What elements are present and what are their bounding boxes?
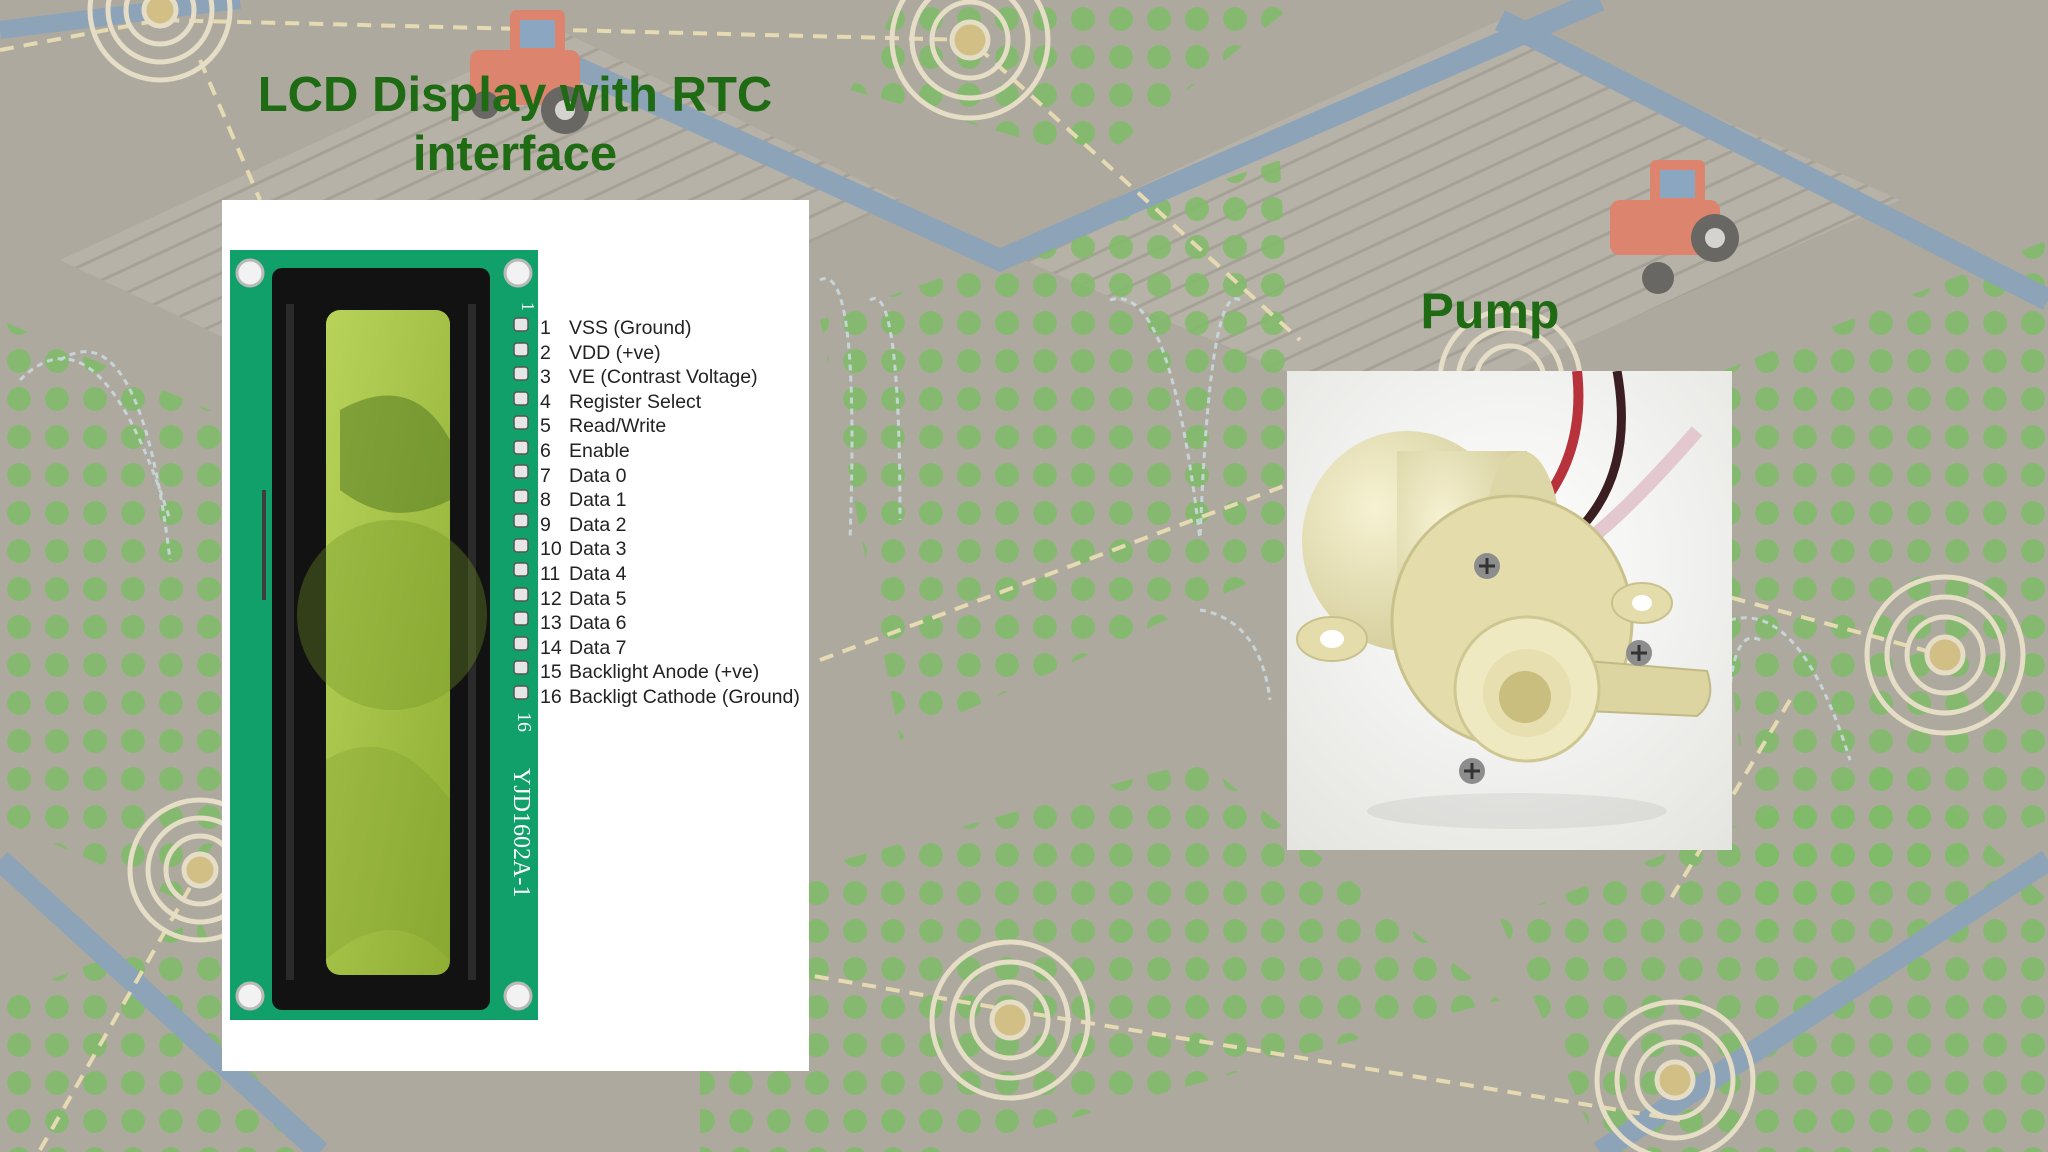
mount-hole [235, 981, 265, 1011]
pin-label: VE (Contrast Voltage) [569, 366, 758, 389]
pin-number: 9 [540, 513, 551, 536]
pin-number: 16 [540, 685, 562, 708]
pin-label: Read/Write [569, 415, 667, 438]
pin-number: 2 [540, 341, 551, 364]
pin-label: Data 0 [569, 464, 627, 487]
pin-label: Data 3 [569, 538, 627, 561]
pin-row: 14 Data 7 [540, 636, 800, 661]
pin-label: Data 2 [569, 513, 627, 536]
lcd-section-title: LCD Display with RTC interface [210, 66, 820, 184]
pin-label: Data 1 [569, 489, 627, 512]
pump-section-title: Pump [1420, 283, 1560, 339]
screw [1474, 553, 1500, 579]
pin-number: 6 [540, 439, 551, 462]
pin-number: 12 [540, 587, 562, 610]
lcd-module-illustration: 1 16 YJD1602A-1 [230, 250, 538, 1020]
pin-label: Enable [569, 439, 630, 462]
pin-row: 7 Data 0 [540, 464, 800, 489]
pin-number: 14 [540, 636, 562, 659]
screw [1626, 640, 1652, 666]
pin-row: 15 Backlight Anode (+ve) [540, 660, 800, 685]
pin-label: Backligt Cathode (Ground) [569, 685, 800, 708]
pin-number: 7 [540, 464, 551, 487]
pin-label: VSS (Ground) [569, 317, 692, 339]
pin-label: Data 7 [569, 636, 627, 659]
mount-hole [503, 258, 533, 288]
pin-row: 8 Data 1 [540, 488, 800, 513]
pin-list: 1 VSS (Ground) 2 VDD (+ve) 3 VE (Contrast V… [540, 316, 800, 710]
pump-illustration [1287, 371, 1732, 850]
pin-number: 11 [540, 562, 561, 585]
pin-label: Data 5 [569, 587, 627, 610]
pin-header [513, 317, 529, 700]
pin-row: 3 VE (Contrast Voltage) [540, 365, 800, 390]
mount-hole [235, 258, 265, 288]
pin-row: 9 Data 2 [540, 513, 800, 538]
pin-label: Backlight Anode (+ve) [569, 661, 760, 684]
pin-row: 16 Backligt Cathode (Ground) [540, 685, 800, 710]
board-marking: YJD1602A-1 [508, 768, 534, 897]
pin-row: 4 Register Select [540, 390, 800, 415]
pin-number: 13 [540, 612, 562, 635]
pin-number: 3 [540, 366, 551, 389]
pin-row: 11 Data 4 [540, 562, 800, 587]
pin-row: 2 VDD (+ve) [540, 341, 800, 366]
pin-row: 5 Read/Write [540, 414, 800, 439]
pin-marker-last: 16 [513, 712, 535, 732]
pump-outlet [1586, 659, 1712, 718]
pin-label: VDD (+ve) [569, 341, 661, 364]
pin-number: 5 [540, 415, 551, 438]
pin-number: 10 [540, 538, 562, 561]
pin-row: 6 Enable [540, 439, 800, 464]
pin-row: 10 Data 3 [540, 537, 800, 562]
pin-marker-first: 1 [518, 302, 538, 311]
pin-number: 8 [540, 489, 551, 512]
pin-row: 13 Data 6 [540, 611, 800, 636]
pin-label: Data 6 [569, 612, 627, 635]
pump-image [1287, 371, 1732, 850]
pin-label: Register Select [569, 390, 702, 413]
pin-label: Data 4 [569, 562, 627, 585]
mount-hole [503, 981, 533, 1011]
lcd-title-line1: LCD Display with RTC [257, 68, 773, 122]
pin-number: 15 [540, 661, 562, 684]
pin-row: 1 VSS (Ground) [540, 316, 800, 341]
pin-row: 12 Data 5 [540, 587, 800, 612]
screw [1459, 758, 1485, 784]
pin-number: 4 [540, 390, 551, 413]
lcd-title-line2: interface [412, 126, 618, 181]
pin-number: 1 [540, 317, 551, 339]
